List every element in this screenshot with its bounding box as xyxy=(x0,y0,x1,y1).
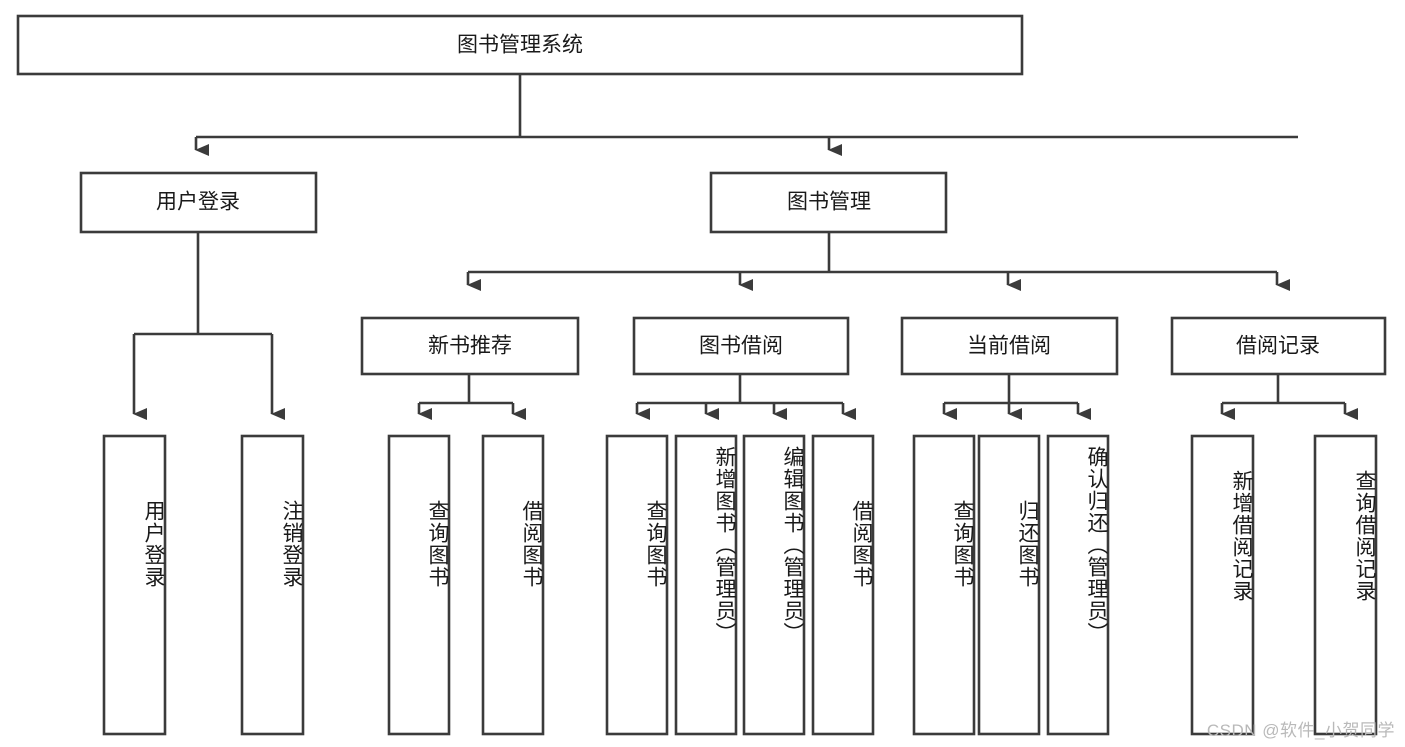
leaf-currentborrow-confirm-return[interactable] xyxy=(1046,434,1110,736)
label-borrow-record: 借阅记录 xyxy=(1236,335,1320,358)
leaf-user-login-logout[interactable] xyxy=(240,434,305,736)
node-current-borrow[interactable] xyxy=(900,316,1119,376)
node-user-login[interactable] xyxy=(79,171,318,234)
label-leaf-bookborrow-query-book: 查询图书 xyxy=(644,500,667,588)
watermark-text: CSDN @软件_小贺同学 xyxy=(1206,721,1395,740)
node-borrow-record[interactable] xyxy=(1170,316,1387,376)
label-leaf-borrowrecord-query-record: 查询借阅记录 xyxy=(1353,470,1376,602)
label-leaf-user-login-login: 用户登录 xyxy=(142,500,165,588)
node-new-book-recommend[interactable] xyxy=(360,316,580,376)
connector-currentborrow-to-leaves xyxy=(942,374,1091,420)
node-book-management[interactable] xyxy=(709,171,948,234)
label-leaf-bookborrow-add-book: 新增图书（管理员） xyxy=(713,446,736,644)
connector-bookborrow-to-leaves xyxy=(635,374,856,420)
leaf-newbook-borrow-book[interactable] xyxy=(481,434,545,736)
label-leaf-bookborrow-borrow-book: 借阅图书 xyxy=(850,500,873,588)
label-leaf-user-login-logout: 注销登录 xyxy=(280,500,303,588)
leaf-bookborrow-add-book[interactable] xyxy=(674,434,738,736)
label-book-management: 图书管理 xyxy=(787,191,871,214)
leaf-borrowrecord-query-record[interactable] xyxy=(1313,434,1378,736)
connector-bookmgmt-to-level3 xyxy=(466,232,1290,291)
leaf-bookborrow-edit-book[interactable] xyxy=(742,434,806,736)
label-leaf-newbook-query-book: 查询图书 xyxy=(426,500,449,588)
leaf-user-login-login[interactable] xyxy=(102,434,167,736)
label-leaf-borrowrecord-add-record: 新增借阅记录 xyxy=(1230,470,1253,602)
label-new-book-recommend: 新书推荐 xyxy=(428,335,512,358)
connector-borrowrecord-to-leaves xyxy=(1220,374,1358,420)
label-leaf-currentborrow-confirm-return: 确认归还（管理员） xyxy=(1085,446,1108,644)
leaf-bookborrow-query-book[interactable] xyxy=(605,434,669,736)
label-leaf-currentborrow-return-book: 归还图书 xyxy=(1016,500,1039,588)
connector-newbook-to-leaves xyxy=(417,374,526,420)
leaf-bookborrow-borrow-book[interactable] xyxy=(811,434,875,736)
connector-userlogin-to-leaves xyxy=(132,232,285,420)
node-root[interactable] xyxy=(16,14,1024,76)
label-leaf-newbook-borrow-book: 借阅图书 xyxy=(520,500,543,588)
label-user-login: 用户登录 xyxy=(156,191,240,214)
leaf-currentborrow-return-book[interactable] xyxy=(977,434,1041,736)
label-root: 图书管理系统 xyxy=(457,34,583,57)
label-book-borrow: 图书借阅 xyxy=(699,335,783,358)
label-leaf-bookborrow-edit-book: 编辑图书（管理员） xyxy=(781,446,804,644)
label-leaf-currentborrow-query-book: 查询图书 xyxy=(951,500,974,588)
leaf-newbook-query-book[interactable] xyxy=(387,434,451,736)
label-current-borrow: 当前借阅 xyxy=(967,335,1051,358)
connector-root-to-level2 xyxy=(194,74,1298,156)
node-book-borrow[interactable] xyxy=(632,316,850,376)
leaf-currentborrow-query-book[interactable] xyxy=(912,434,976,736)
leaf-borrowrecord-add-record[interactable] xyxy=(1190,434,1255,736)
